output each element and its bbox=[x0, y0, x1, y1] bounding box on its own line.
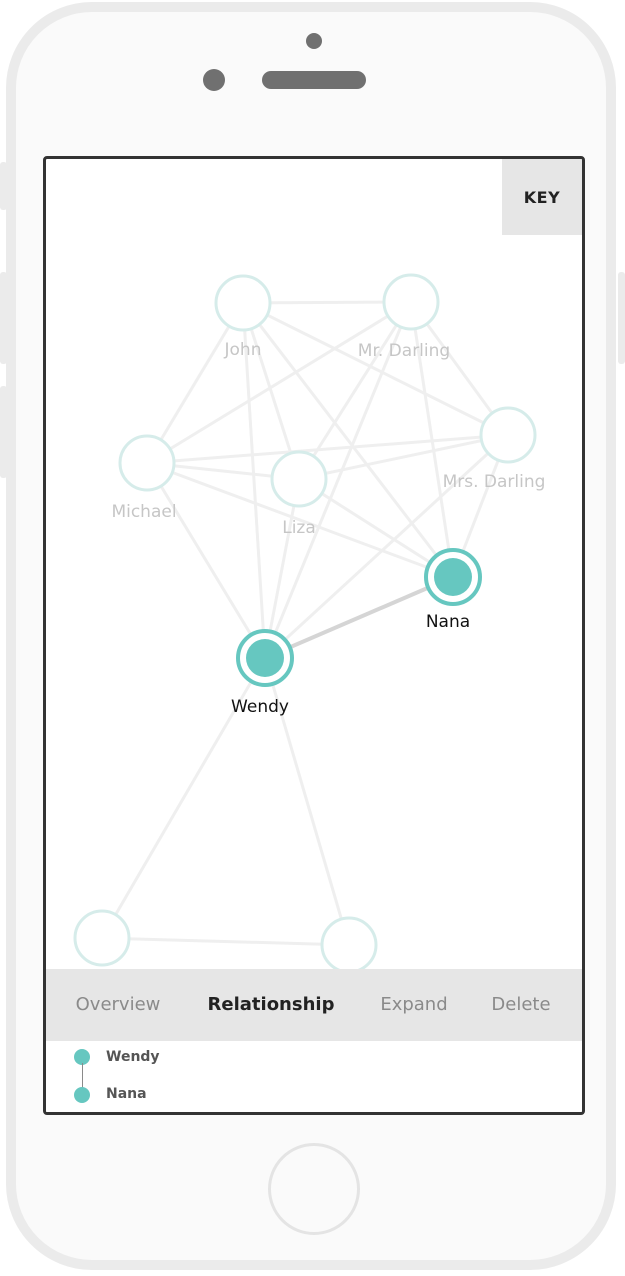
node-label-michael: Michael bbox=[111, 502, 176, 522]
graph-edge-john-nana bbox=[241, 302, 455, 578]
silent-switch bbox=[0, 162, 7, 210]
graph-edge-john-michael bbox=[145, 302, 245, 464]
node-label-nana: Nana bbox=[426, 612, 470, 632]
graph-edge-highlighted bbox=[264, 575, 454, 660]
graph-node-mr-darling[interactable]: Mr. Darling bbox=[358, 273, 450, 361]
key-button[interactable]: KEY bbox=[502, 159, 582, 235]
graph-edge-liza-wendy bbox=[263, 478, 301, 659]
graph-edge-mrs-darling-michael bbox=[146, 433, 509, 465]
relationship-connector bbox=[82, 1063, 83, 1095]
graph-node-liza[interactable]: Liza bbox=[270, 450, 328, 538]
graph-edge-wendy-unlabeled-1 bbox=[100, 657, 267, 939]
node-ring-unlabeled-2 bbox=[320, 916, 378, 969]
node-ring-mrs-darling bbox=[479, 406, 537, 464]
graph-node-mrs-darling[interactable]: Mrs. Darling bbox=[443, 406, 546, 492]
node-label-liza: Liza bbox=[282, 518, 316, 538]
tab-delete[interactable]: Delete bbox=[491, 994, 551, 1015]
nana-dot-icon bbox=[74, 1087, 90, 1103]
relationship-from-name: Wendy bbox=[106, 1049, 160, 1065]
node-fill-wendy bbox=[246, 639, 284, 677]
graph-edge-mr-darling-michael bbox=[146, 300, 412, 465]
node-label-john: John bbox=[224, 340, 262, 360]
graph-edge-mrs-darling-liza bbox=[298, 433, 509, 481]
graph-edge-john-liza bbox=[241, 302, 301, 480]
node-ring-john bbox=[214, 274, 272, 332]
relationship-detail: Wendy Nana bbox=[46, 1041, 582, 1112]
relationship-to-name: Nana bbox=[106, 1086, 147, 1102]
graph-node-john[interactable]: John bbox=[214, 274, 272, 360]
graph-edges bbox=[100, 300, 510, 947]
tab-relationship[interactable]: Relationship bbox=[207, 994, 335, 1015]
volume-up-button bbox=[0, 272, 7, 364]
graph-edge-unlabeled-1-unlabeled-2 bbox=[101, 936, 350, 947]
node-label-wendy: Wendy bbox=[231, 697, 289, 717]
graph-edge-michael-nana bbox=[146, 461, 454, 579]
wendy-dot-icon bbox=[74, 1049, 90, 1065]
graph-node-unlabeled-2[interactable] bbox=[320, 916, 378, 969]
action-tab-bar: Overview Relationship Expand Delete bbox=[46, 969, 582, 1041]
graph-edge-mrs-darling-wendy bbox=[263, 433, 510, 660]
graph-edge-wendy-unlabeled-2 bbox=[263, 657, 351, 946]
graph-edge-mr-darling-liza bbox=[297, 301, 413, 480]
node-ring-michael bbox=[118, 434, 176, 492]
graph-edge-michael-wendy bbox=[145, 462, 267, 659]
front-sensor-icon bbox=[203, 69, 225, 91]
home-button[interactable] bbox=[268, 1143, 360, 1235]
speaker-grille bbox=[262, 71, 366, 89]
node-ring-unlabeled-1 bbox=[73, 909, 131, 967]
node-ring-liza bbox=[270, 450, 328, 508]
graph-edge-john-wendy bbox=[241, 302, 267, 659]
node-label-mr-darling: Mr. Darling bbox=[358, 341, 450, 361]
graph-node-nana[interactable]: Nana bbox=[424, 548, 482, 632]
graph-edge-liza-nana bbox=[298, 477, 454, 579]
graph-node-wendy[interactable]: Wendy bbox=[231, 629, 294, 717]
power-button bbox=[618, 272, 625, 364]
graph-edge-mr-darling-wendy bbox=[263, 301, 413, 659]
node-label-mrs-darling: Mrs. Darling bbox=[443, 472, 546, 492]
graph-edge-john-mrs-darling bbox=[242, 301, 509, 437]
node-ring-mr-darling bbox=[382, 273, 440, 331]
volume-down-button bbox=[0, 386, 7, 478]
node-fill-nana bbox=[434, 558, 472, 596]
graph-node-unlabeled-1[interactable] bbox=[73, 909, 131, 967]
camera-icon bbox=[306, 33, 322, 49]
graph-node-michael[interactable]: Michael bbox=[111, 434, 177, 522]
tab-overview[interactable]: Overview bbox=[75, 994, 161, 1015]
tab-expand[interactable]: Expand bbox=[380, 994, 448, 1015]
